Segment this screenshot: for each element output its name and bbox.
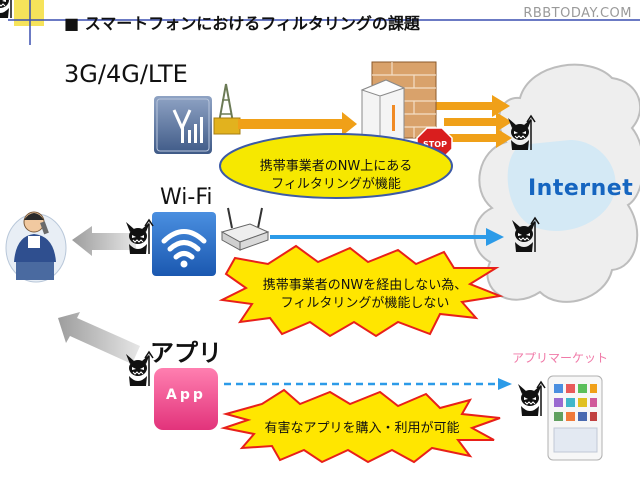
cellular-label: 3G/4G/LTE	[64, 60, 188, 88]
wifi-issue-burst	[218, 244, 504, 338]
app-market-label: アプリマーケット	[512, 351, 609, 365]
app-issue-burst	[220, 388, 501, 464]
internet-cloud-glow	[507, 140, 616, 231]
watermark: RBBTODAY.COM	[523, 6, 632, 21]
wifi-issue-line: フィルタリングが機能しない	[280, 296, 450, 311]
app-issue-text: 有害なアプリを購入・利用が可能	[264, 421, 460, 436]
app-path-arrow	[224, 378, 512, 390]
cell-tower-icon	[213, 83, 241, 135]
wifi-icon	[152, 212, 216, 276]
wifi-path-arrow	[270, 228, 504, 246]
carrier-filter-text: 携帯事業者のNW上にある フィルタリングが機能	[232, 158, 440, 194]
devil-icon	[0, 0, 12, 18]
wifi-issue-text: 携帯事業者のNWを経由しない為、 フィルタリングが機能しない	[255, 277, 475, 313]
grey-arrow-app	[58, 312, 140, 364]
devil-icon	[517, 381, 546, 417]
carrier-filter-line: フィルタリングが機能	[271, 177, 401, 192]
devil-icon	[125, 219, 154, 255]
wifi-router-icon	[220, 207, 270, 251]
grey-arrow-wifi	[72, 226, 136, 256]
cellular-signal-icon	[154, 96, 212, 154]
person-icon	[5, 211, 67, 283]
page-title: ■ スマートフォンにおけるフィルタリングの課題	[64, 14, 420, 33]
title-decoration	[8, 0, 640, 45]
cellular-path-arrows	[238, 95, 512, 148]
wifi-issue-line: 携帯事業者のNWを経由しない為、	[262, 278, 468, 293]
app-icon-label: App	[166, 387, 206, 403]
carrier-filter-ellipse	[219, 133, 453, 199]
app-channel-label: アプリ	[150, 339, 222, 367]
internet-label: Internet	[528, 176, 634, 201]
app-icon	[154, 368, 218, 430]
stop-sign-label: STOP	[423, 140, 447, 149]
app-market-icon	[547, 375, 603, 461]
carrier-filter-line: 携帯事業者のNW上にある	[259, 159, 413, 174]
wifi-label: Wi-Fi	[160, 185, 213, 210]
